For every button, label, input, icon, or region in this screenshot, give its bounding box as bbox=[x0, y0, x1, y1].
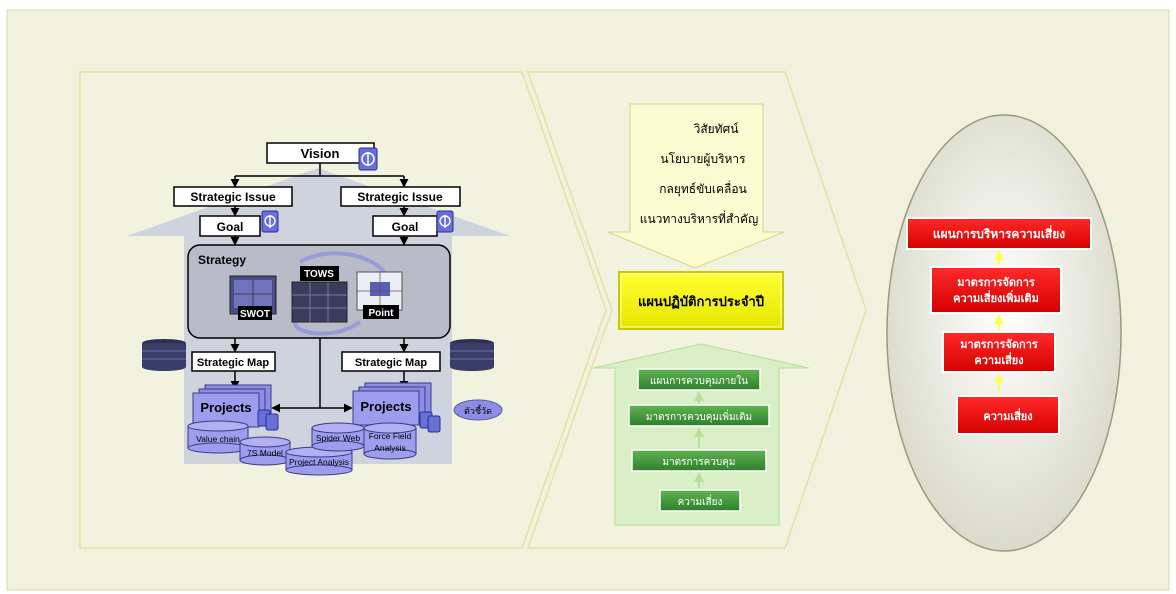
vision-label: Vision bbox=[301, 146, 340, 161]
seven-s-label: 7S Model bbox=[247, 448, 283, 458]
control-step-2: มาตรการควบคุมเพิ่มเติม bbox=[628, 404, 770, 427]
swot-card: SWOT bbox=[229, 275, 277, 320]
strategic-issue-left-label: Strategic Issue bbox=[190, 190, 276, 204]
input-policy: นโยบายผู้บริหาร bbox=[660, 152, 746, 167]
cylinder-spider-web: Spider Web bbox=[311, 422, 365, 452]
input-guidelines: แนวทางบริหารที่สำคัญ bbox=[640, 210, 759, 226]
input-strategy: กลยุทธ์ขับเคลื่อน bbox=[659, 180, 747, 197]
strategic-map-right-label: Strategic Map bbox=[355, 357, 427, 369]
project-analysis-label: Project Analysis bbox=[289, 457, 349, 467]
vision-inputs-arrow: วิสัยทัศน์ นโยบายผู้บริหาร กลยุทธ์ขับเคล… bbox=[607, 103, 785, 269]
routine-plan-label: แผนปฏิบัติการประจำปี bbox=[638, 294, 764, 310]
projects-right-label: Projects bbox=[360, 399, 411, 414]
risk-plan-label: แผนการบริหารความเสี่ยง bbox=[933, 225, 1065, 241]
force-field-label-1: Force Field bbox=[369, 431, 412, 441]
strategic-map-left bbox=[191, 351, 276, 372]
strategy-label: Strategy bbox=[198, 253, 246, 267]
tows-label: TOWS bbox=[304, 269, 334, 280]
strategy-house: Vision Strategic Issue Strategic Issue G… bbox=[127, 142, 510, 476]
control-step-1: แผนการควบคุมภายใน bbox=[637, 368, 761, 391]
point-label: Point bbox=[369, 308, 395, 319]
routine-plan-box bbox=[618, 271, 784, 330]
point-card: Point bbox=[356, 271, 403, 319]
projects-left: Projects bbox=[192, 384, 272, 428]
strategic-issue-right-label: Strategic Issue bbox=[357, 190, 443, 204]
tows-card: TOWS bbox=[291, 266, 348, 323]
control-step-4: ความเสี่ยง bbox=[659, 489, 741, 512]
database-stack-left bbox=[142, 339, 186, 371]
risk-measures-label-2: ความเสี่ยง bbox=[974, 352, 1023, 367]
control-step-2-label: มาตรการควบคุมเพิ่มเติม bbox=[646, 409, 752, 423]
additional-measures-label-1: มาตรการจัดการ bbox=[957, 276, 1035, 289]
goal-left bbox=[199, 215, 261, 237]
goal-left-kpi-icon bbox=[261, 210, 279, 233]
goal-right-label: Goal bbox=[392, 220, 419, 234]
vision-kpi-icon bbox=[358, 147, 378, 171]
cylinder-force-field: Force Field Analysis bbox=[363, 422, 417, 460]
cylinder-project-analysis: Project Analysis bbox=[285, 446, 353, 476]
control-step-3-label: มาตรการควบคุม bbox=[662, 457, 735, 468]
goal-left-label: Goal bbox=[217, 220, 244, 234]
indicator-badge: ตัวชี้วัด bbox=[453, 399, 503, 421]
risk-plan-box: แผนการบริหารความเสี่ยง bbox=[906, 217, 1092, 250]
projects-left-label: Projects bbox=[200, 400, 251, 415]
projects-right: Projects bbox=[352, 382, 432, 426]
database-stack-right bbox=[450, 339, 494, 371]
risk-measures-label-1: มาตรการจัดการ bbox=[960, 338, 1038, 351]
indicator-label: ตัวชี้วัด bbox=[464, 404, 492, 417]
risk-label: ความเสี่ยง bbox=[983, 408, 1032, 423]
swot-label: SWOT bbox=[240, 309, 270, 320]
goal-right-kpi-icon bbox=[436, 210, 454, 233]
input-vision: วิสัยทัศน์ bbox=[693, 122, 738, 136]
strategic-issue-left bbox=[173, 186, 293, 207]
force-field-label-2: Analysis bbox=[374, 443, 406, 453]
strategic-map-left-label: Strategic Map bbox=[197, 357, 269, 369]
control-step-3: มาตรการควบคุม bbox=[631, 449, 767, 472]
spider-web-label: Spider Web bbox=[316, 433, 361, 443]
cylinder-value-chain: Value chain bbox=[187, 420, 249, 454]
projects-left-kpi-icon bbox=[257, 409, 279, 431]
additional-measures-label-2: ความเสี่ยงเพิ่มเติม bbox=[953, 290, 1039, 305]
value-chain-label: Value chain bbox=[196, 434, 240, 444]
projects-right-kpi-icon bbox=[419, 411, 441, 433]
strategic-issue-right bbox=[340, 186, 461, 207]
control-step-4-label: ความเสี่ยง bbox=[678, 494, 723, 508]
additional-measures-box: มาตรการจัดการ ความเสี่ยงเพิ่มเติม bbox=[930, 266, 1062, 314]
cylinder-7s-model: 7S Model bbox=[239, 436, 291, 466]
control-step-1-label: แผนการควบคุมภายใน bbox=[650, 375, 748, 387]
risk-box: ความเสี่ยง bbox=[956, 395, 1060, 435]
risk-measures-box: มาตรการจัดการ ความเสี่ยง bbox=[942, 331, 1056, 373]
strategic-map-right bbox=[341, 351, 441, 372]
